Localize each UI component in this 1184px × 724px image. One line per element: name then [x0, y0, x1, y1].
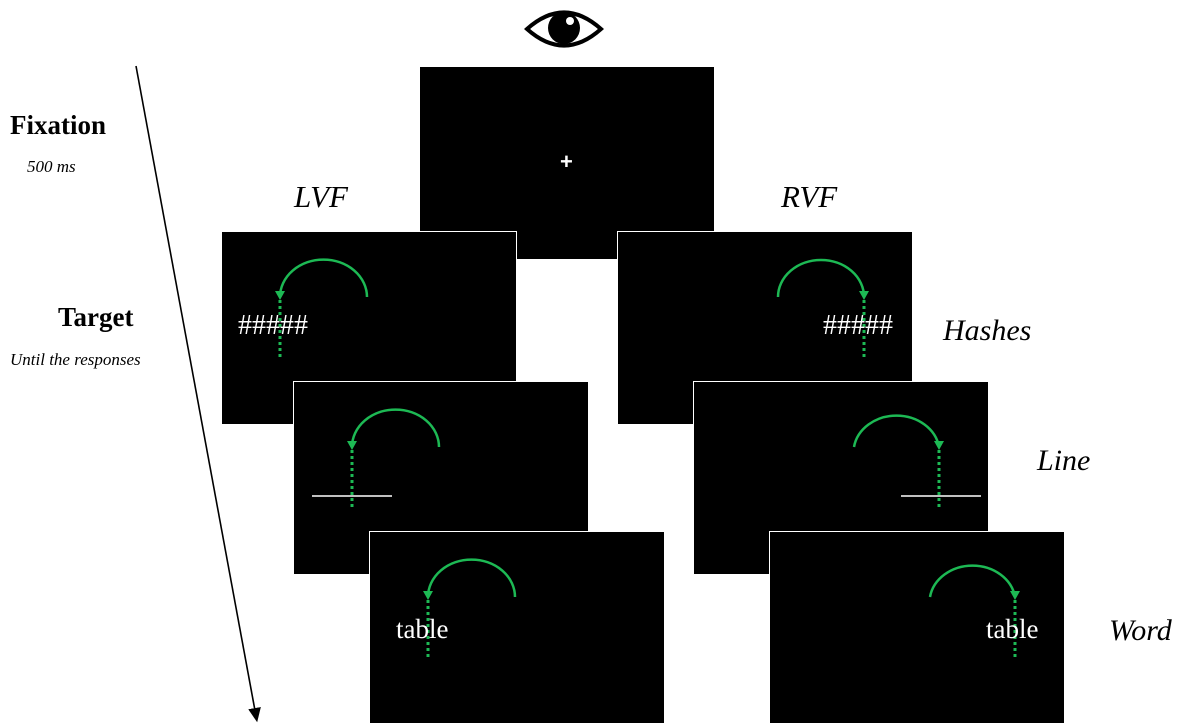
eye-icon: [524, 10, 604, 48]
rvf-label: RVF: [781, 179, 838, 214]
word-stimulus-rvf: table: [986, 614, 1039, 644]
target-duration: Until the responses: [10, 350, 141, 369]
curved-cue-arrow: [426, 558, 517, 598]
cue-arrow-lvf-hashes: [275, 258, 369, 360]
curved-cue-arrow: [776, 258, 866, 298]
cue-arrow-rvf-line: [852, 414, 981, 510]
cue-arrow-lvf-word: [423, 558, 517, 660]
word-label: Word: [1109, 614, 1172, 647]
arrowhead: [423, 591, 433, 600]
arrowhead: [934, 441, 944, 450]
arrowhead: [859, 291, 869, 300]
cue-arrow-lvf-line: [312, 408, 441, 510]
curved-cue-arrow: [278, 258, 369, 298]
hashes-label: Hashes: [943, 314, 1032, 347]
arrowhead: [347, 441, 357, 450]
word-stimulus-lvf: table: [396, 614, 449, 644]
fixation-label: Fixation: [10, 110, 107, 140]
fixation-duration: 500 ms: [27, 157, 76, 176]
curved-cue-arrow: [350, 408, 441, 448]
lvf-word-screen: table: [369, 531, 665, 724]
arrowhead: [275, 291, 285, 300]
cue-arrow-rvf-word: [928, 564, 1020, 660]
timeline-arrow: [135, 65, 261, 723]
hashes-stimulus-rvf: #####: [823, 310, 893, 341]
arrowhead: [1010, 591, 1020, 600]
target-label: Target: [58, 302, 134, 332]
lvf-label: LVF: [294, 179, 348, 214]
fixation-cross: +: [560, 149, 573, 174]
fixation-screen: +: [419, 66, 715, 260]
curved-cue-arrow: [928, 564, 1017, 598]
hashes-stimulus-lvf: #####: [238, 310, 308, 341]
rvf-word-screen: table: [769, 531, 1065, 724]
curved-cue-arrow: [852, 414, 941, 448]
cue-arrow-rvf-hashes: [776, 258, 869, 360]
line-label: Line: [1037, 444, 1091, 477]
